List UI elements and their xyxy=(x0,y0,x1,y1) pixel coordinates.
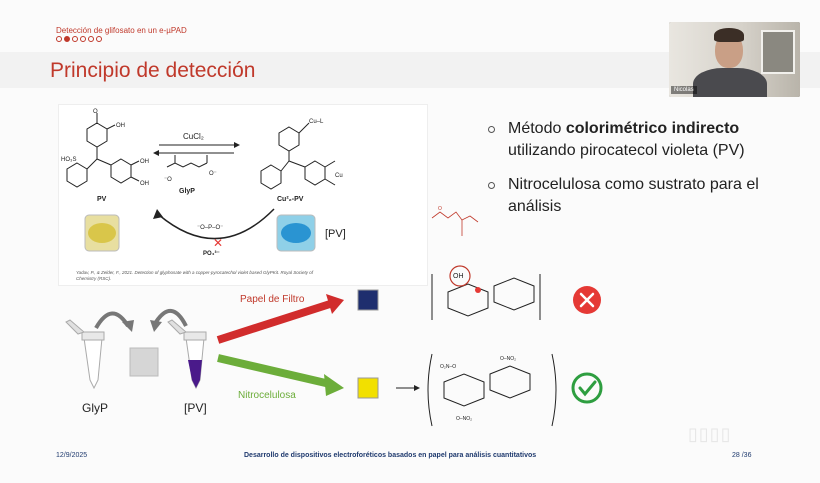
filter-paper-swatch xyxy=(358,290,378,310)
participant-name: Nicolas xyxy=(671,86,697,94)
svg-text:O–NO₂: O–NO₂ xyxy=(500,356,516,362)
curved-arrow-left-icon xyxy=(96,313,128,328)
filter-paper-arrow xyxy=(218,304,330,340)
svg-text:O⁻: O⁻ xyxy=(209,171,217,177)
svg-text:O–NO₂: O–NO₂ xyxy=(456,416,472,422)
footer-date: 12/9/2025 xyxy=(56,452,87,459)
highlight-dot xyxy=(475,287,481,293)
svg-text:O₂N–O: O₂N–O xyxy=(440,364,456,370)
bullet-text: Método xyxy=(508,120,566,137)
glyp-molecule xyxy=(167,155,207,167)
svg-text:O: O xyxy=(438,206,442,212)
svg-text:Cu–L: Cu–L xyxy=(309,119,324,125)
tube-left xyxy=(66,320,104,388)
glyphosate-structure xyxy=(432,212,478,236)
bullet-text-suffix: utilizando pirocatecol violeta (PV) xyxy=(508,142,745,159)
cellulose-structure xyxy=(432,266,540,320)
bullet-item: Método colorimétrico indirecto utilizand… xyxy=(486,118,786,162)
progress-dot xyxy=(56,36,62,42)
glyp-label: GlyP xyxy=(179,188,195,195)
slide-title: Principio de detección xyxy=(50,59,255,83)
pv-molecule xyxy=(67,113,139,187)
video-person-hair xyxy=(714,28,744,42)
oh-label: OH xyxy=(453,273,464,280)
svg-text:OH: OH xyxy=(116,123,125,129)
progress-dot xyxy=(72,36,78,42)
svg-text:HO₃S: HO₃S xyxy=(61,157,76,163)
progress-dots xyxy=(56,36,102,42)
page-number: 28 /36 xyxy=(732,452,751,459)
video-person-body xyxy=(693,68,767,97)
bullet-marker-icon xyxy=(488,182,495,189)
slide-subtitle: Detección de glifosato en un e-µPAD xyxy=(56,26,187,35)
arrow-bottom-label: Nitrocelulosa xyxy=(238,390,296,401)
nitrocellulose-arrow xyxy=(218,358,330,384)
progress-dot xyxy=(80,36,86,42)
progress-dot xyxy=(96,36,102,42)
svg-text:OH: OH xyxy=(140,181,149,187)
progress-dot-active xyxy=(64,36,70,42)
top-bar xyxy=(0,0,820,22)
reagent-label: CuCl₂ xyxy=(183,132,204,141)
tube-right-label: [PV] xyxy=(184,401,207,415)
bullet-bold-text: colorimétrico indirecto xyxy=(566,120,739,137)
participant-video[interactable]: Nicolas xyxy=(669,22,800,97)
progress-dot xyxy=(88,36,94,42)
cu-pv-molecule xyxy=(261,123,335,189)
check-icon xyxy=(573,374,601,402)
svg-text:Cu: Cu xyxy=(335,173,343,179)
watermark: ▯▯▯▯ xyxy=(688,424,732,445)
tube-right xyxy=(168,320,206,388)
paper-square xyxy=(130,348,158,376)
nitrocellulose-swatch xyxy=(358,378,378,398)
arrow-top-label: Papel de Filtro xyxy=(240,294,305,305)
bottom-diagram-svg: O OH O₂N–O O–NO₂ O–NO₂ xyxy=(0,200,820,450)
video-window xyxy=(761,30,795,74)
footer-title: Desarrollo de dispositivos electroforéti… xyxy=(244,452,536,459)
tube-left-label: GlyP xyxy=(82,401,108,415)
svg-text:O: O xyxy=(93,109,98,115)
svg-text:OH: OH xyxy=(140,159,149,165)
bullet-marker-icon xyxy=(488,126,495,133)
svg-text:⁻O: ⁻O xyxy=(164,177,172,183)
